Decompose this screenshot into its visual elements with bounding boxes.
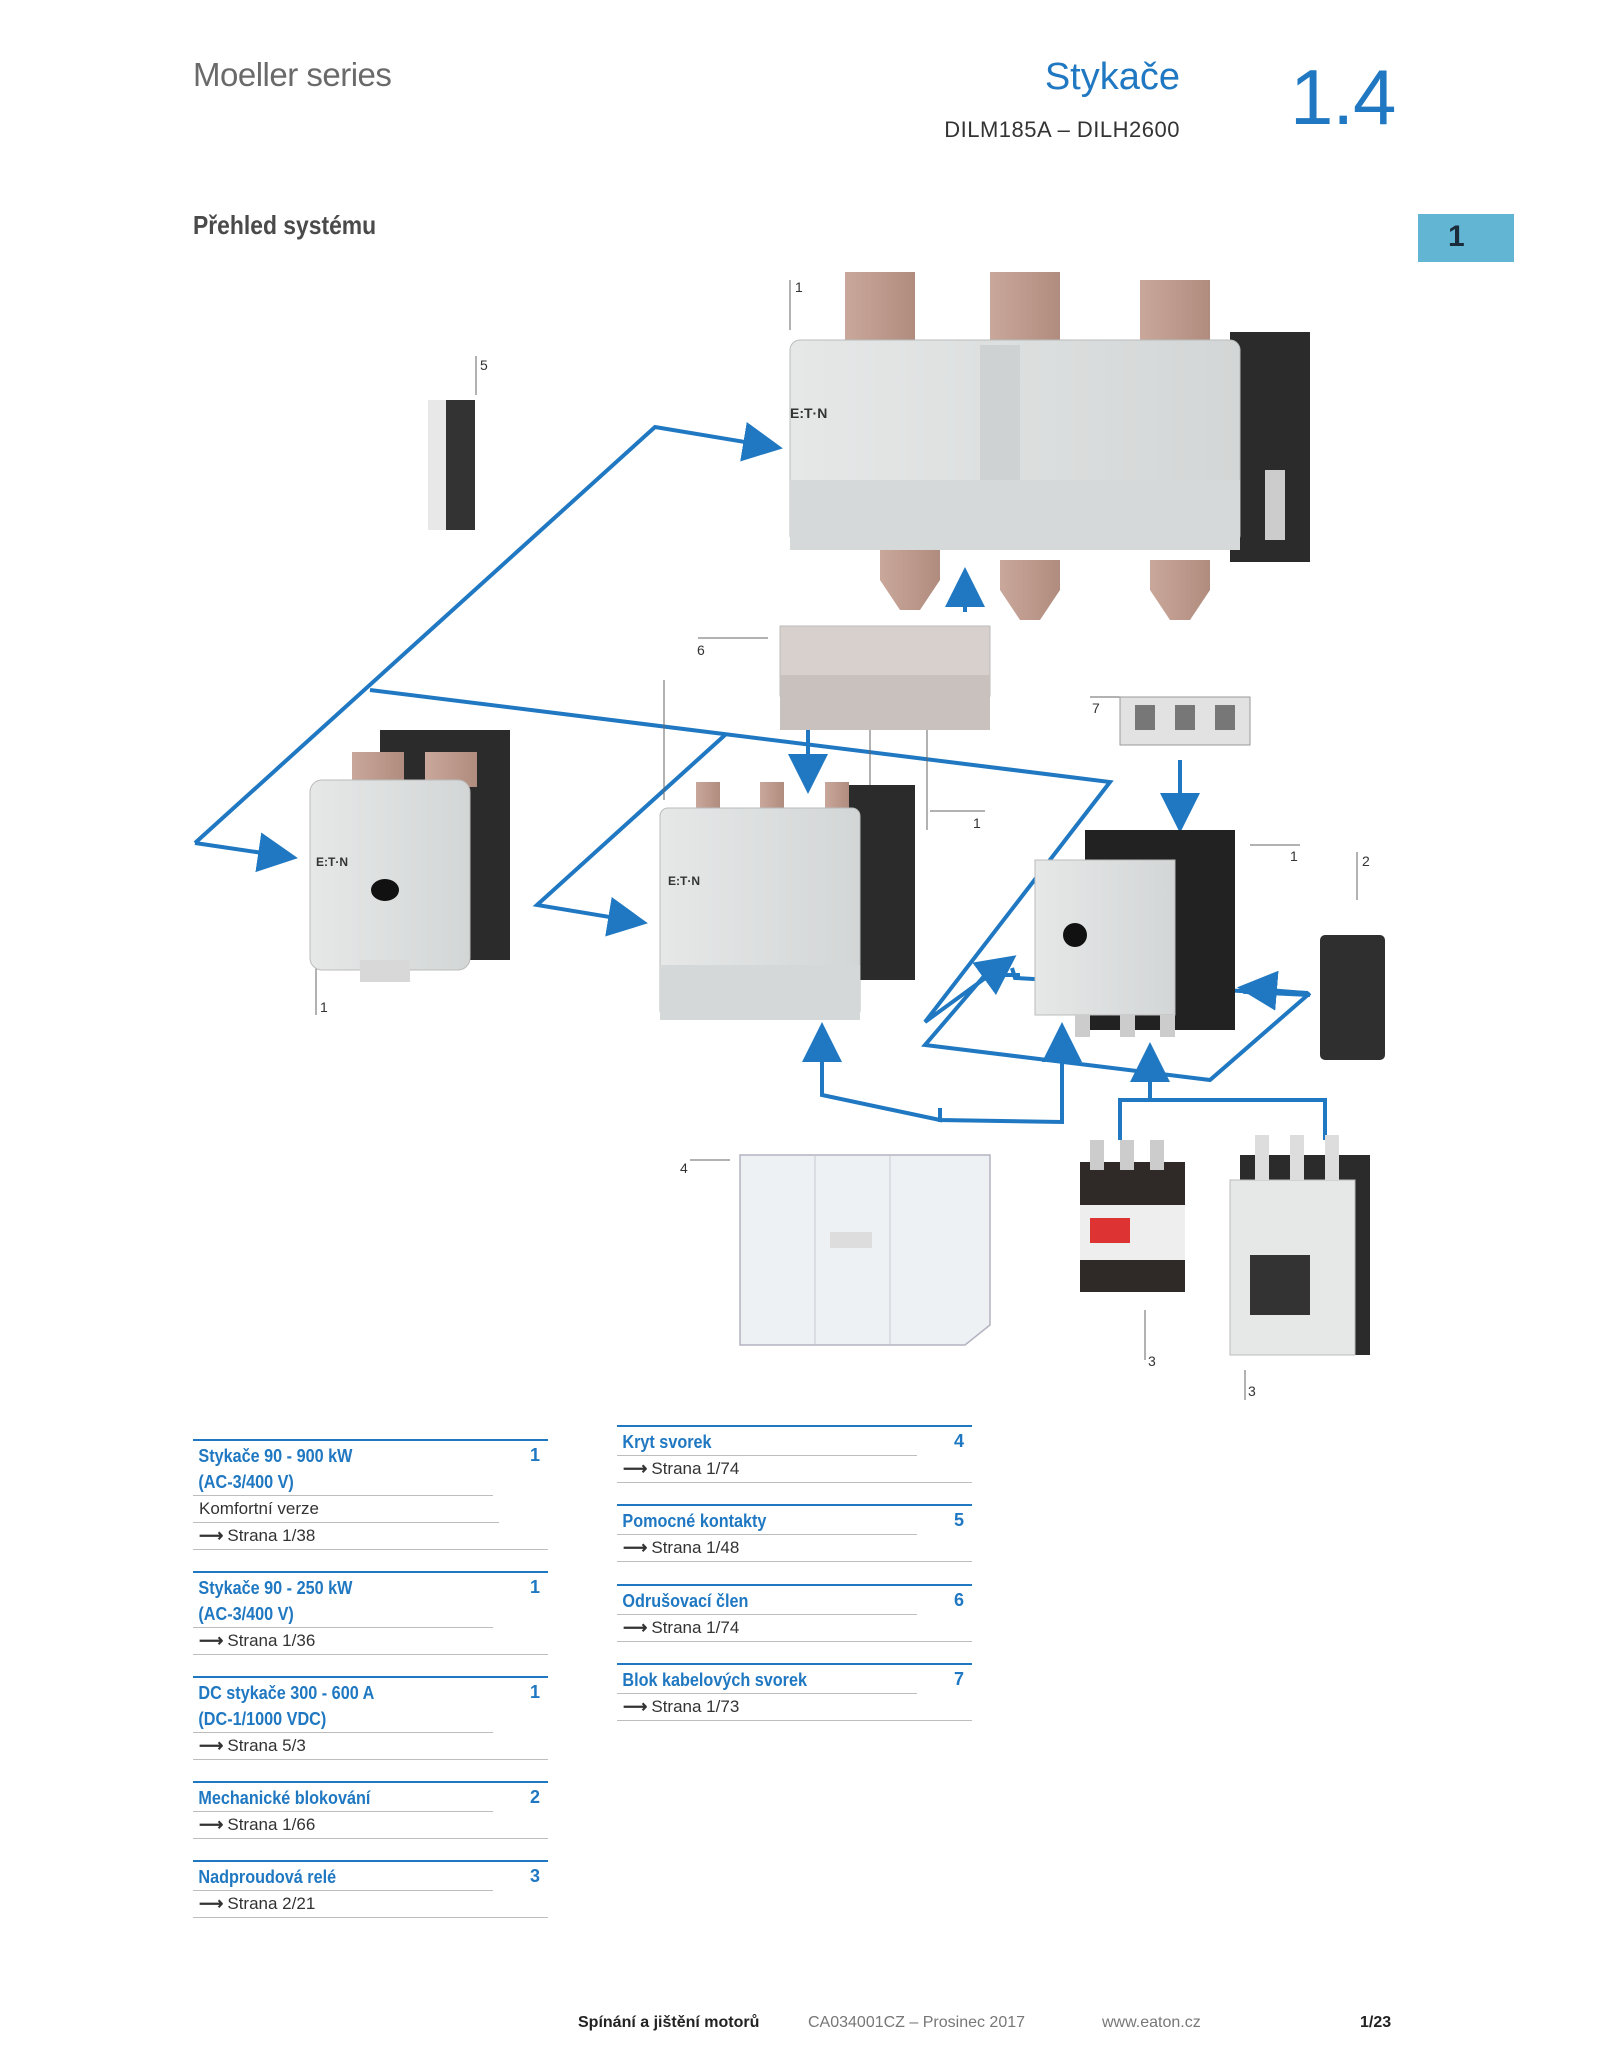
legend-page-link[interactable]: ⟶Strana 2/21: [193, 1891, 548, 1918]
right-contactor-image: [1034, 830, 1235, 1037]
legend-entry-terminal-cover: Kryt svorek 4 ⟶Strana 1/74: [617, 1425, 972, 1483]
callout-aux-contact: 5: [480, 357, 488, 373]
legend-title: Pomocné kontakty: [622, 1511, 767, 1531]
callout-overload-large: 3: [1248, 1383, 1256, 1399]
legend-number: 1: [529, 1445, 540, 1465]
callout-left-contactor: 1: [320, 999, 328, 1015]
legend-number: 1: [529, 1682, 540, 1702]
overload-relay-large-image: [1229, 1135, 1370, 1356]
line-interlock: [921, 973, 1312, 1083]
legend-number: 3: [529, 1866, 540, 1886]
legend-page-link[interactable]: ⟶Strana 1/48: [617, 1535, 972, 1562]
legend-number: 2: [529, 1787, 540, 1807]
legend-number: 5: [953, 1510, 964, 1530]
legend-title: Kryt svorek: [622, 1432, 712, 1452]
overload-relay-small-image: [1080, 1140, 1185, 1292]
callout-terminal-block: 7: [1092, 700, 1100, 716]
legend-title: DC stykače 300 - 600 A: [198, 1683, 375, 1703]
footer-page-number: 1/23: [1360, 2014, 1392, 2031]
connector-lines: [193, 422, 1327, 1140]
legend-note: Komfortní verze: [193, 1496, 499, 1523]
legend-number: 6: [953, 1590, 964, 1610]
callout-interlock: 2: [1362, 853, 1370, 869]
suppressor-image: [779, 625, 991, 730]
line-diag-to-mid: [532, 733, 727, 937]
terminal-block-image: [1119, 696, 1251, 746]
legend-entry-dc-contactors: DC stykače 300 - 600 A (DC-1/1000 VDC) 1…: [193, 1676, 548, 1760]
svg-text:E:T·N: E:T·N: [668, 874, 700, 888]
page-footer: Spínání a jištění motorů CA034001CZ – Pr…: [0, 2014, 1600, 2044]
legend-page-link[interactable]: ⟶Strana 5/3: [193, 1733, 548, 1760]
footer-topic: Spínání a jištění motorů: [578, 2014, 760, 2031]
legend-entry-overload-relay: Nadproudová relé 3 ⟶Strana 2/21: [193, 1860, 548, 1918]
legend-entry-mechanical-interlock: Mechanické blokování 2 ⟶Strana 1/66: [193, 1781, 548, 1839]
svg-text:E:T·N: E:T·N: [316, 855, 348, 869]
terminal-cover-image: [739, 1154, 991, 1346]
legend-number: 1: [529, 1577, 540, 1597]
legend-entry-terminal-block: Blok kabelových svorek 7 ⟶Strana 1/73: [617, 1663, 972, 1721]
legend-title-2: (AC-3/400 V): [198, 1604, 294, 1624]
legend-page-link[interactable]: ⟶Strana 1/66: [193, 1812, 548, 1839]
mid-contactor-image: E:T·N: [659, 782, 915, 1020]
legend-number: 7: [953, 1669, 964, 1689]
line-cover-right: [938, 1022, 1082, 1125]
footer-url[interactable]: www.eaton.cz: [1102, 2014, 1201, 2031]
large-contactor-image: E:T·N: [789, 272, 1310, 620]
brand-label: E:T·N: [790, 405, 827, 421]
legend-title: Stykače 90 - 250 kW: [198, 1578, 353, 1598]
chapter-tab: [1418, 214, 1514, 262]
legend-entry-contactors-90-250: Stykače 90 - 250 kW (AC-3/400 V) 1 ⟶Stra…: [193, 1571, 548, 1655]
legend-entry-suppressor: Odrušovací člen 6 ⟶Strana 1/74: [617, 1584, 972, 1642]
callout-mid-contactor: 1: [973, 815, 981, 831]
callout-large-contactor: 1: [795, 279, 803, 295]
callout-right-contactor: 1: [1290, 848, 1298, 864]
legend-title: Stykače 90 - 900 kW: [198, 1446, 353, 1466]
chapter-tab-number: 1: [1448, 220, 1465, 253]
callout-terminal-cover: 4: [680, 1160, 688, 1176]
legend-number: 4: [953, 1431, 964, 1451]
section-number: 1.4: [1290, 53, 1396, 141]
callout-overload-small: 3: [1148, 1353, 1156, 1369]
page-title: Stykače: [1044, 56, 1180, 98]
section-heading: Přehled systému: [193, 210, 377, 240]
legend-entry-aux-contacts: Pomocné kontakty 5 ⟶Strana 1/48: [617, 1504, 972, 1562]
legend-page-link[interactable]: ⟶Strana 1/74: [617, 1456, 972, 1483]
legend-page-link[interactable]: ⟶Strana 1/36: [193, 1628, 548, 1655]
system-overview-diagram: 1 5 6 7 1 1 2 1 4 3 3 E:T·N: [193, 272, 1385, 1400]
mechanical-interlock-image: [1320, 935, 1385, 1060]
line-cover-up: [802, 1022, 942, 1123]
callout-suppressor: 6: [697, 642, 705, 658]
legend-title-2: (DC-1/1000 VDC): [198, 1709, 327, 1729]
line-to-right-contactor: [1237, 970, 1306, 1011]
legend-title: Blok kabelových svorek: [622, 1670, 807, 1690]
line-left-to-aux: [194, 832, 298, 873]
line-overload-up: [1118, 1098, 1327, 1140]
page-subtitle: DILM185A – DILH2600: [944, 117, 1180, 142]
aux-contact-image: [428, 400, 475, 530]
legend-page-link[interactable]: ⟶Strana 1/73: [617, 1694, 972, 1721]
legend-page-link[interactable]: ⟶Strana 1/38: [193, 1523, 548, 1550]
legend-title: Odrušovací člen: [622, 1591, 749, 1611]
series-label: Moeller series: [193, 56, 392, 93]
line-aux-to-large: [193, 422, 783, 845]
footer-document: CA034001CZ – Prosinec 2017: [808, 2014, 1026, 2031]
legend-title: Mechanické blokování: [198, 1788, 371, 1808]
legend-title: Nadproudová relé: [198, 1867, 337, 1887]
legend-title-2: (AC-3/400 V): [198, 1472, 294, 1492]
left-contactor-image: E:T·N: [309, 730, 510, 982]
line-large-mid: [369, 688, 1114, 1024]
legend-entry-contactors-90-900: Stykače 90 - 900 kW (AC-3/400 V) 1 Komfo…: [193, 1439, 548, 1550]
legend-page-link[interactable]: ⟶Strana 1/74: [617, 1615, 972, 1642]
